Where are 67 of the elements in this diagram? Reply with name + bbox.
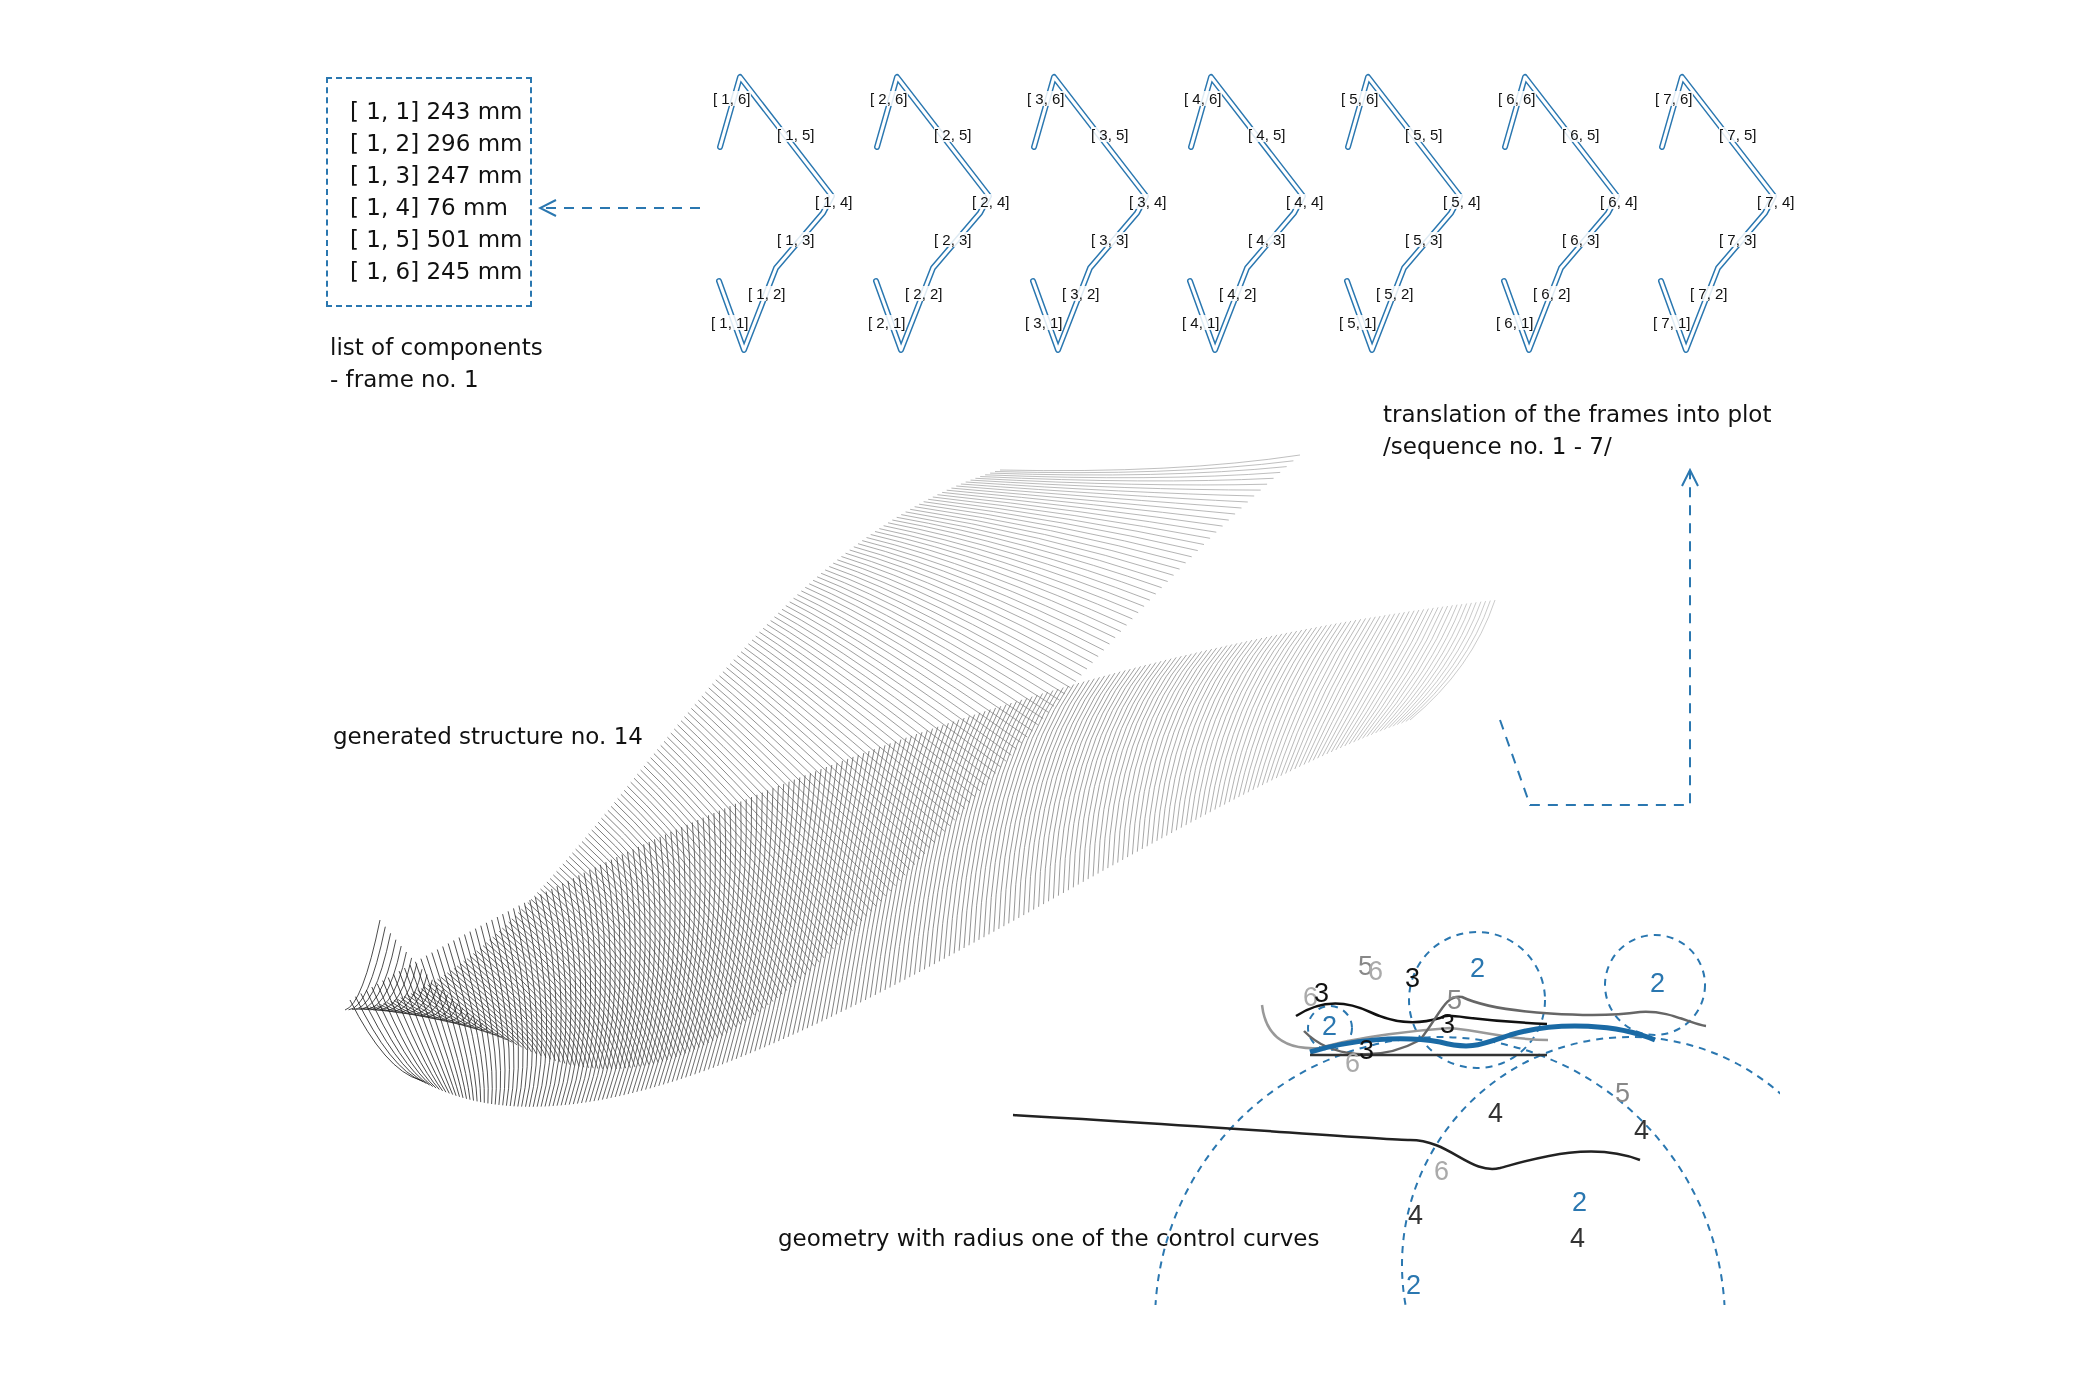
segment-label: [ 5, 6] [1341, 91, 1379, 106]
curve-number: 3 [1405, 965, 1421, 992]
segment-label: [ 2, 3] [934, 232, 972, 247]
list-row-text: [ 1, 1] 243 mm [350, 97, 524, 126]
segment-label: [ 3, 3] [1091, 232, 1129, 247]
segment-label: [ 4, 4] [1286, 194, 1324, 209]
arrow [1499, 469, 1699, 806]
segment-label: [ 1, 2] [748, 286, 786, 301]
segment-label: [ 3, 4] [1129, 194, 1167, 209]
segment-label: [ 1, 3] [777, 232, 815, 247]
segment-label: [ 3, 6] [1027, 91, 1065, 106]
segment-label: [ 1, 5] [777, 127, 815, 142]
segment-label: [ 4, 6] [1184, 91, 1222, 106]
segment-label: [ 4, 2] [1219, 286, 1257, 301]
segment-label: [ 7, 5] [1719, 127, 1757, 142]
list-row-text: [ 1, 4] 76 mm [350, 193, 509, 222]
segment-label: [ 7, 6] [1655, 91, 1693, 106]
segment-label: [ 4, 5] [1248, 127, 1286, 142]
curve-number: 6 [1345, 1050, 1361, 1077]
curve-number: 4 [1570, 1225, 1586, 1252]
drawing-title: geometry with radius one of the control curves [778, 1224, 1320, 1253]
segment-label: [ 1, 1] [711, 315, 749, 330]
curve-number: 5 [1615, 1080, 1631, 1107]
list-row-text: [ 1, 3] 247 mm [350, 161, 524, 190]
segment-label: [ 2, 2] [905, 286, 943, 301]
segment-label: [ 6, 3] [1562, 232, 1600, 247]
segment-label: [ 2, 6] [870, 91, 908, 106]
curve-number: 4 [1408, 1202, 1424, 1229]
curve-number: 2 [1470, 955, 1486, 982]
segment-label: [ 7, 1] [1653, 315, 1691, 330]
curve-number: 2 [1406, 1272, 1422, 1299]
curve-number: 4 [1488, 1100, 1504, 1127]
segment-label: [ 3, 1] [1025, 315, 1063, 330]
list-row-text: [ 1, 2] 296 mm [350, 129, 524, 158]
segment-label: [ 4, 3] [1248, 232, 1286, 247]
curve-number: 2 [1572, 1189, 1588, 1216]
segment-label: [ 7, 3] [1719, 232, 1757, 247]
segment-label: [ 1, 6] [713, 91, 751, 106]
segment-label: [ 6, 4] [1600, 194, 1638, 209]
segment-label: [ 2, 4] [972, 194, 1010, 209]
segment-label: [ 2, 1] [868, 315, 906, 330]
segment-label: [ 6, 5] [1562, 127, 1600, 142]
segment-label: [ 1, 4] [815, 194, 853, 209]
drawing-title: translation of the frames into plot /sequence no. 1 - 7/ [1383, 400, 1773, 461]
list-caption: list of components - frame no. 1 [330, 333, 544, 394]
list-row-text: [ 1, 5] 501 mm [350, 225, 524, 254]
segment-label: [ 6, 1] [1496, 315, 1534, 330]
segment-label: [ 5, 3] [1405, 232, 1443, 247]
arrow [539, 199, 701, 217]
list-row-text: [ 1, 6] 245 mm [350, 257, 524, 286]
segment-label: [ 7, 2] [1690, 286, 1728, 301]
segment-label: [ 2, 5] [934, 127, 972, 142]
segment-label: [ 3, 5] [1091, 127, 1129, 142]
curve-number: 2 [1322, 1013, 1338, 1040]
segment-label: [ 5, 4] [1443, 194, 1481, 209]
drawing-title: generated structure no. 14 [333, 722, 643, 751]
segment-label: [ 5, 2] [1376, 286, 1414, 301]
curve-number: 2 [1650, 970, 1666, 997]
curve-number: 4 [1634, 1117, 1650, 1144]
segment-label: [ 7, 4] [1757, 194, 1795, 209]
curve-number: 6 [1434, 1158, 1450, 1185]
segment-label: [ 3, 2] [1062, 286, 1100, 301]
segment-label: [ 5, 5] [1405, 127, 1443, 142]
segment-label: [ 6, 6] [1498, 91, 1536, 106]
segment-label: [ 5, 1] [1339, 315, 1377, 330]
segment-label: [ 6, 2] [1533, 286, 1571, 301]
segment-label: [ 4, 1] [1182, 315, 1220, 330]
